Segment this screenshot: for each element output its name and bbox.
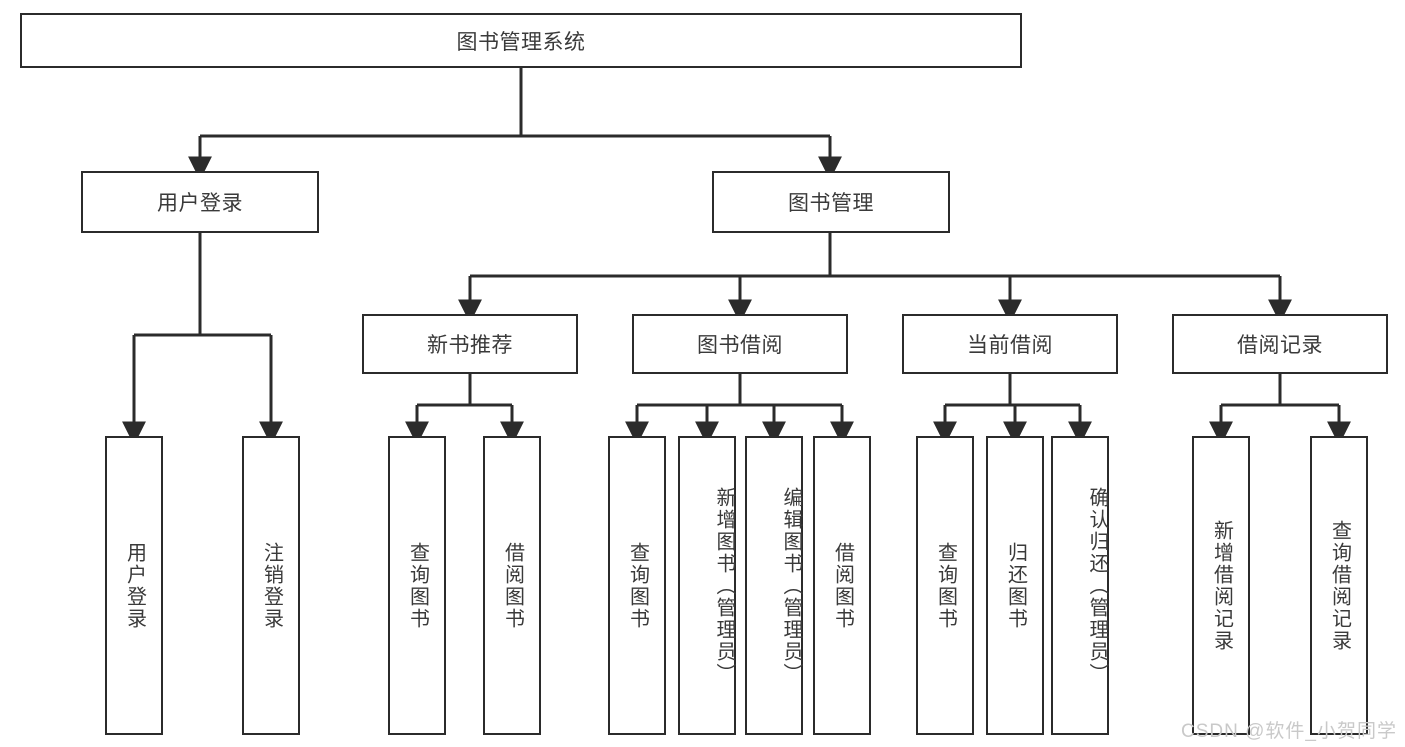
- node-label: 新增图书（管理员）: [713, 486, 735, 685]
- node-label: 借阅记录: [1237, 334, 1323, 357]
- node-label: 图书管理系统: [456, 30, 586, 54]
- node-book-borrow[interactable]: 图书借阅: [632, 314, 848, 374]
- node-borrow-record[interactable]: 借阅记录: [1172, 314, 1388, 374]
- node-label: 新书推荐: [427, 334, 513, 357]
- leaf-query-record[interactable]: 查询借阅记录: [1310, 436, 1368, 735]
- leaf-add-book[interactable]: 新增图书（管理员）: [678, 436, 736, 735]
- node-label: 用户登录: [123, 541, 146, 630]
- node-label: 当前借阅: [967, 334, 1053, 357]
- node-label: 查询图书: [406, 541, 429, 630]
- node-label: 用户登录: [157, 192, 243, 215]
- leaf-confirm-return[interactable]: 确认归还（管理员）: [1051, 436, 1109, 735]
- leaf-edit-book[interactable]: 编辑图书（管理员）: [745, 436, 803, 735]
- node-label: 确认归还（管理员）: [1086, 486, 1108, 685]
- node-label: 查询图书: [934, 541, 957, 630]
- node-label: 编辑图书（管理员）: [780, 486, 802, 685]
- leaf-return-book[interactable]: 归还图书: [986, 436, 1044, 735]
- node-label: 图书借阅: [697, 334, 783, 357]
- leaf-query-book-2[interactable]: 查询图书: [608, 436, 666, 735]
- leaf-borrow-book-2[interactable]: 借阅图书: [813, 436, 871, 735]
- leaf-logout[interactable]: 注销登录: [242, 436, 300, 735]
- node-label: 归还图书: [1004, 541, 1027, 630]
- node-current-borrow[interactable]: 当前借阅: [902, 314, 1118, 374]
- node-label: 查询图书: [626, 541, 649, 630]
- node-label: 查询借阅记录: [1328, 519, 1351, 652]
- node-book-manage[interactable]: 图书管理: [712, 171, 950, 233]
- leaf-query-book-1[interactable]: 查询图书: [388, 436, 446, 735]
- node-label: 图书管理: [788, 192, 874, 215]
- leaf-query-book-3[interactable]: 查询图书: [916, 436, 974, 735]
- node-label: 注销登录: [260, 541, 283, 630]
- node-root-system[interactable]: 图书管理系统: [20, 13, 1022, 68]
- leaf-add-record[interactable]: 新增借阅记录: [1192, 436, 1250, 735]
- leaf-user-login[interactable]: 用户登录: [105, 436, 163, 735]
- node-label: 新增借阅记录: [1210, 519, 1233, 652]
- node-label: 借阅图书: [831, 541, 854, 630]
- leaf-borrow-book-1[interactable]: 借阅图书: [483, 436, 541, 735]
- node-new-book-rec[interactable]: 新书推荐: [362, 314, 578, 374]
- node-label: 借阅图书: [501, 541, 524, 630]
- node-user-login[interactable]: 用户登录: [81, 171, 319, 233]
